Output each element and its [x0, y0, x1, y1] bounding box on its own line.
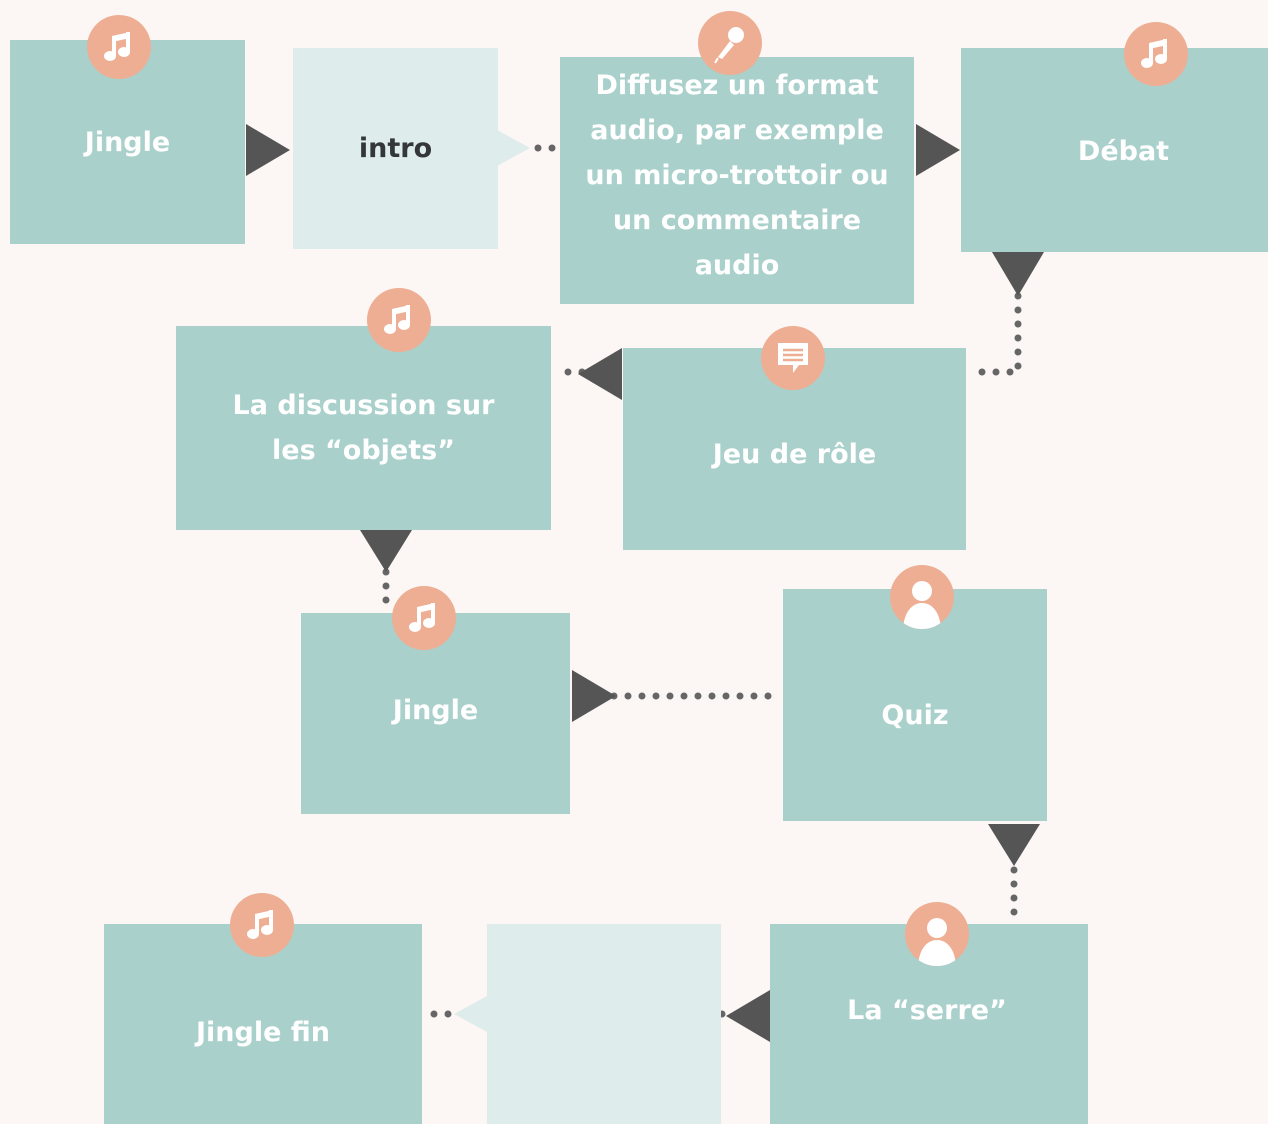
node-label: Diffusez un format audio, par exemple un…	[585, 70, 889, 281]
arrow-serre-bubble	[726, 990, 770, 1042]
intro-bubble-pointer	[497, 130, 530, 166]
person-icon	[890, 565, 954, 629]
node-discussion: La discussion sur les “objets”	[176, 326, 551, 530]
arrow-jingle-quiz	[572, 670, 616, 722]
node-empty-bubble	[487, 924, 721, 1124]
music-note-icon	[87, 15, 151, 79]
node-label: intro	[358, 133, 433, 164]
node-label: Jingle fin	[195, 1017, 331, 1048]
dotted-lines	[382, 144, 1022, 1018]
music-note-icon	[230, 893, 294, 957]
arrow-audio-debat	[916, 124, 960, 176]
arrow-quiz-serre	[988, 824, 1040, 866]
arrowheads	[246, 124, 1044, 1042]
connector-debat-jeu	[966, 292, 1022, 376]
arrow-jeu-discussion	[578, 348, 622, 400]
node-label: Jingle	[84, 126, 171, 158]
node-label: Jingle	[392, 695, 479, 726]
music-note-icon	[1124, 22, 1188, 86]
chat-bubble-icon	[761, 326, 825, 390]
arrow-discussion-jingle	[360, 530, 412, 572]
arrow-jingle-intro	[246, 124, 290, 176]
node-label: La discussion sur les “objets”	[232, 390, 495, 466]
node-label: Débat	[1077, 136, 1170, 167]
node-intro: intro	[293, 48, 498, 249]
arrow-debat-jeu	[992, 252, 1044, 296]
node-debat: Débat	[961, 48, 1268, 252]
music-note-icon	[392, 586, 456, 650]
person-icon	[905, 902, 969, 966]
empty-bubble-pointer	[454, 996, 487, 1032]
node-label: Jeu de rôle	[712, 438, 877, 470]
node-jingle-fin: Jingle fin	[104, 924, 422, 1124]
microphone-icon	[698, 11, 762, 75]
node-label: La “serre”	[847, 995, 1007, 1026]
music-note-icon	[367, 288, 431, 352]
node-audio-format: Diffusez un format audio, par exemple un…	[560, 57, 914, 304]
node-label: Quiz	[881, 699, 949, 731]
node-jingle-2: Jingle	[301, 613, 570, 814]
